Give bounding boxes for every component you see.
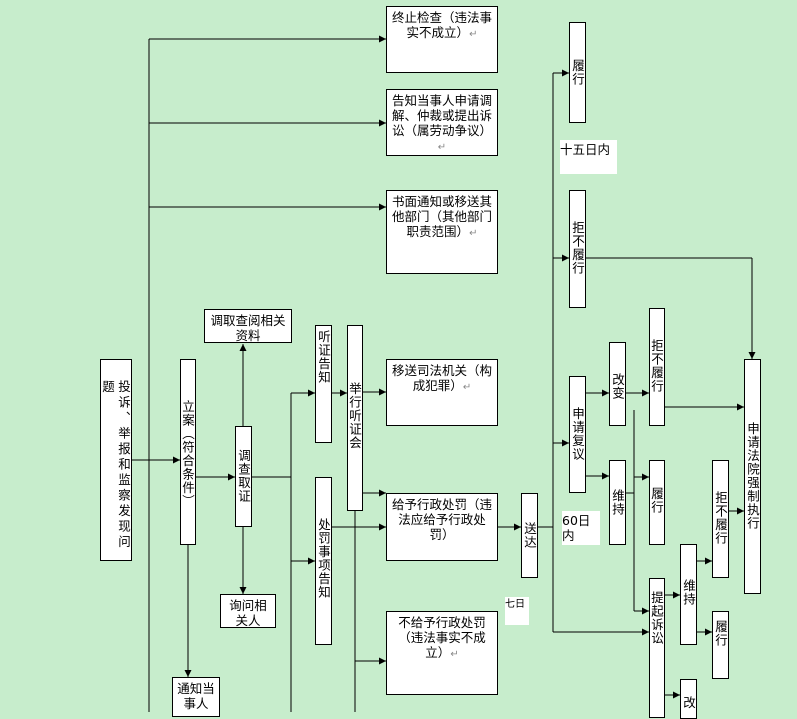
node-comply-top: 履行 [569,22,586,123]
node-retrieve-docs: 调取查阅相关资料 [204,309,292,343]
node-maintain-review: 维持 [609,460,626,545]
node-comply-after-review: 履行 [649,460,665,545]
node-maintain-lawsuit: 维持 [680,544,697,645]
node-report: 投诉、举报和监察发现问题 [100,359,132,561]
node-deliver: 送达 [521,493,538,578]
node-file-lawsuit: 提起诉讼 [649,578,665,718]
node-inquire: 询问相关人 [220,594,276,628]
node-court-enforce: 申请法院强制执行 [744,359,761,594]
node-register: 立案（符合条件） [180,359,196,545]
node-terminate: 终止检查（违法事实不成立）↵ [386,6,498,73]
node-notify-party: 通知当事人 [172,677,220,717]
node-refuse-after-review: 拒不履行 [712,460,729,578]
label-within-60-days: 60日内 [562,511,600,545]
label-within-15-days: 十五日内 [560,140,617,174]
node-written-transfer: 书面通知或移送其他部门（其他部门职责范围）↵ [386,190,498,274]
node-inform-mediation: 告知当事人申请调解、仲裁或提出诉讼（属劳动争议）↵ [386,89,498,156]
node-hearing-notice: 听证告知 [315,325,332,443]
node-refuse-after-change: 拒不履行 [649,308,665,426]
node-apply-review: 申请复议 [569,376,586,493]
node-refuse-top: 拒不履行 [569,190,586,308]
node-investigate: 调查取证 [235,426,252,527]
node-penalty-notice: 处罚事项告知 [315,477,332,645]
node-give-penalty: 给予行政处罚（违法应给予行政处罚） [386,493,498,561]
node-change-lawsuit: 改 [680,679,697,719]
node-comply-after-lawsuit: 履行 [712,611,729,679]
node-change: 改变 [609,342,626,426]
node-no-penalty: 不给予行政处罚（违法事实不成立）↵ [386,611,498,695]
node-judicial-transfer: 移送司法机关（构成犯罪）↵ [386,359,498,426]
label-seven-days: 七日 [505,597,529,625]
node-hold-hearing: 举行听证会 [347,325,363,511]
